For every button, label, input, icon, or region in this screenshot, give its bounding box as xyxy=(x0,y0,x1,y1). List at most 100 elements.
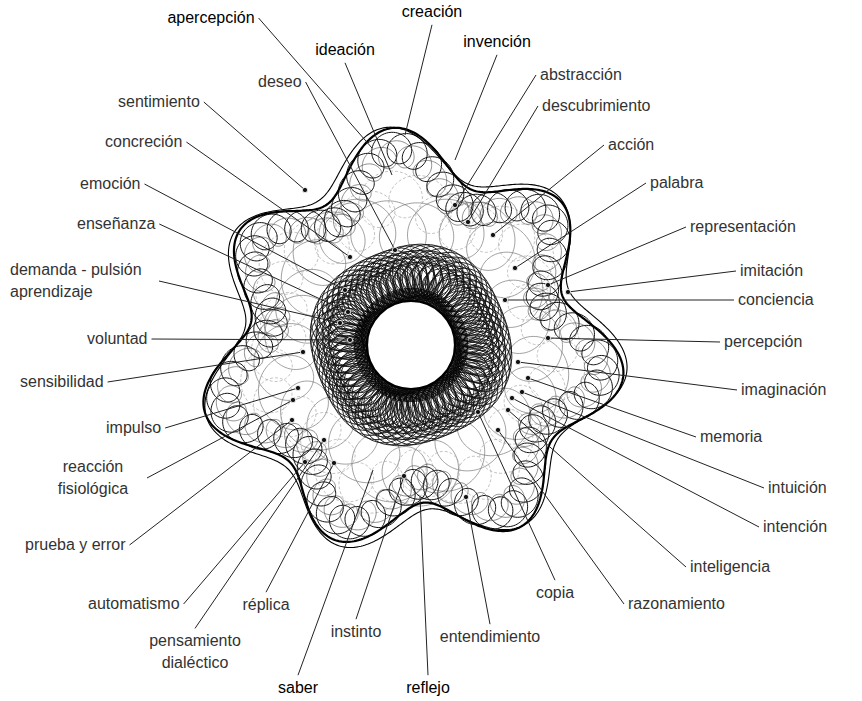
leader-dot xyxy=(519,389,524,394)
concept-label: intención xyxy=(763,516,827,538)
leader-dot xyxy=(342,287,347,292)
leader-dot xyxy=(289,417,294,422)
concept-label: inteligencia xyxy=(690,556,770,578)
concept-label: prueba y error xyxy=(25,534,126,556)
leader-dot xyxy=(515,359,520,364)
leader-line xyxy=(195,440,324,628)
leader-line xyxy=(108,352,303,382)
loop-drawing xyxy=(203,127,627,547)
concept-label: saber xyxy=(278,677,318,699)
leader-line xyxy=(345,63,392,175)
dense-ring xyxy=(361,295,461,395)
concept-label: réplica xyxy=(242,594,289,616)
leader-dot xyxy=(452,202,457,207)
leader-line xyxy=(144,184,345,290)
dense-ring xyxy=(356,290,467,401)
leader-dot xyxy=(565,289,570,294)
leader-dot xyxy=(545,335,550,340)
dense-ring xyxy=(360,294,463,397)
leader-dot xyxy=(525,375,530,380)
concept-label: instinto xyxy=(331,621,382,643)
leader-dot xyxy=(495,427,500,432)
leader-line xyxy=(455,75,536,205)
concept-label: palabra xyxy=(650,172,703,194)
leader-line xyxy=(259,18,372,148)
leader-line xyxy=(498,430,624,604)
leader-dot xyxy=(347,337,352,342)
leader-dot xyxy=(465,219,470,224)
leader-line xyxy=(548,227,686,285)
leader-line xyxy=(184,462,305,604)
leader-line xyxy=(455,55,497,160)
leader-line xyxy=(204,102,305,190)
concept-label: entendimiento xyxy=(440,626,541,648)
faint-loops xyxy=(254,199,569,506)
leader-dot xyxy=(401,473,406,478)
leader-dot xyxy=(321,437,326,442)
leader-lines xyxy=(108,18,764,675)
concept-label: automatismo xyxy=(88,593,180,615)
concept-label: impulso xyxy=(106,417,161,439)
leader-line xyxy=(420,497,428,675)
concept-label: acción xyxy=(608,134,654,156)
dense-ring xyxy=(365,299,458,392)
concept-label: intuición xyxy=(768,477,827,499)
concept-label: sensibilidad xyxy=(20,371,104,393)
leader-line xyxy=(306,82,395,250)
leader-dot xyxy=(337,320,342,325)
leader-dot xyxy=(463,494,468,499)
concept-label: conciencia xyxy=(738,289,814,311)
concept-label: creación xyxy=(402,1,462,23)
concept-label: pensamiento dialéctico xyxy=(143,630,248,673)
dense-ring xyxy=(362,296,460,394)
concept-label: enseñanza xyxy=(77,213,155,235)
leader-line xyxy=(512,398,759,527)
leader-dot xyxy=(475,409,480,414)
leader-line xyxy=(266,463,334,592)
dense-ring xyxy=(366,300,456,390)
leader-dot xyxy=(345,309,350,314)
leader-line xyxy=(298,470,373,675)
concept-label: abstracción xyxy=(540,64,622,86)
concept-label: ideación xyxy=(315,39,375,61)
concept-label: memoria xyxy=(700,426,762,448)
leader-dot xyxy=(392,247,397,252)
concept-label: voluntad xyxy=(87,328,148,350)
concept-label: deseo xyxy=(258,71,302,93)
concept-label: demanda - pulsión aprendizaje xyxy=(10,259,155,302)
concept-label: imitación xyxy=(740,260,803,282)
leader-line xyxy=(522,392,764,488)
leader-line xyxy=(468,106,538,222)
leader-dot xyxy=(290,397,295,402)
leader-dot xyxy=(302,459,307,464)
leader-dot xyxy=(302,187,307,192)
outer-outline xyxy=(205,127,627,547)
leader-line xyxy=(466,497,490,624)
concept-label: reacción fisiológica xyxy=(43,456,143,499)
leader-dot xyxy=(509,395,514,400)
leader-dot xyxy=(545,282,550,287)
outer-outline xyxy=(203,128,623,542)
dense-ring xyxy=(363,297,458,392)
concept-label: reflejo xyxy=(406,677,450,699)
leader-line xyxy=(159,281,340,323)
leader-line xyxy=(505,300,734,301)
concept-label: sentimiento xyxy=(118,91,200,113)
dense-ring xyxy=(354,288,467,401)
concept-label: imaginación xyxy=(741,379,826,401)
leader-dot xyxy=(347,254,352,259)
inner-loops xyxy=(310,244,512,446)
leader-dot xyxy=(300,349,305,354)
concept-label: concreción xyxy=(105,131,182,153)
concept-label: representación xyxy=(690,216,796,238)
center-disc xyxy=(367,301,455,389)
leader-line xyxy=(159,224,348,312)
concept-label: apercepción xyxy=(167,7,254,29)
leader-line xyxy=(568,271,736,292)
leader-line xyxy=(165,388,298,428)
concept-label: descubrimiento xyxy=(542,95,651,117)
leader-line xyxy=(508,410,686,567)
concept-label: copia xyxy=(536,582,574,604)
leader-line xyxy=(478,412,555,580)
